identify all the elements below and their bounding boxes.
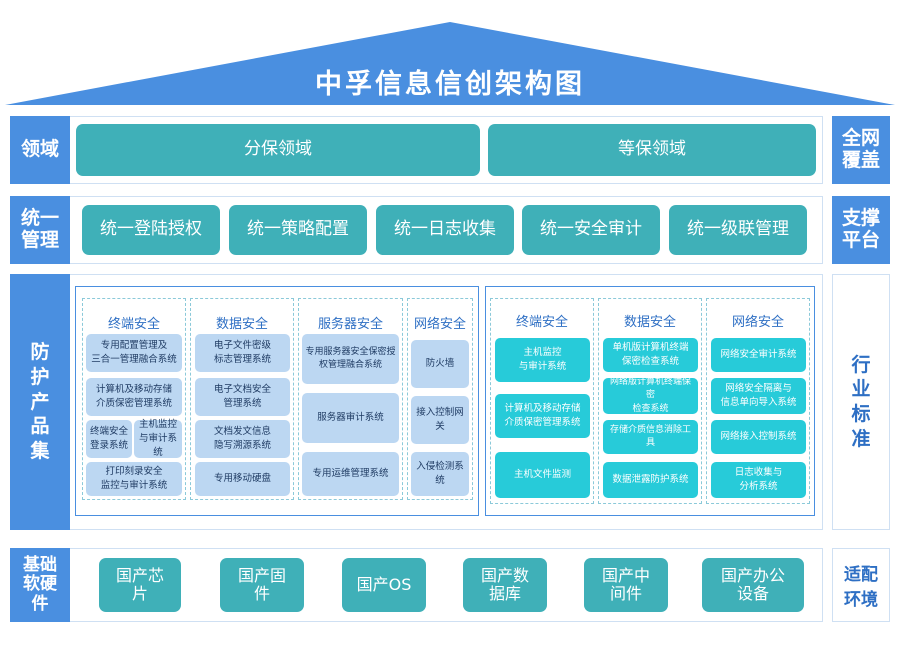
right-endpoint-title: 终端安全 <box>515 315 568 330</box>
left-server-title: 服务器安全 <box>317 317 383 332</box>
foundation-item-chip[interactable]: 国产芯 片 <box>99 558 181 612</box>
foundation-item-office[interactable]: 国产办公 设备 <box>702 558 804 612</box>
left-data-item-4[interactable]: 专用移动硬盘 <box>195 462 290 496</box>
products-row-label: 防 护 产 品 集 <box>10 274 70 530</box>
left-data-item-2[interactable]: 电子文档安全 管理系统 <box>195 378 290 416</box>
left-data-title: 数据安全 <box>215 317 268 332</box>
left-server-item-1[interactable]: 专用服务器安全保密授 权管理融合系统 <box>302 334 399 384</box>
left-network-title: 网络安全 <box>413 317 466 332</box>
right-endpoint-group <box>490 298 594 504</box>
right-endpoint-item-2[interactable]: 计算机及移动存储 介质保密管理系统 <box>495 394 590 438</box>
right-data-group <box>598 298 702 504</box>
domain-item-classified[interactable]: 分保领域 <box>76 124 480 176</box>
left-endpoint-group <box>82 298 186 500</box>
right-data-item-1[interactable]: 单机版计算机终端 保密检查系统 <box>603 338 698 372</box>
left-endpoint-item-4[interactable]: 主机监控 与审计系统 <box>134 419 182 458</box>
right-data-item-2[interactable]: 网络版计算机终端保密 检查系统 <box>603 377 698 414</box>
left-data-item-1[interactable]: 电子文件密级 标志管理系统 <box>195 334 290 372</box>
management-item-login[interactable]: 统一登陆授权 <box>82 205 220 255</box>
right-network-item-1[interactable]: 网络安全审计系统 <box>711 338 806 372</box>
left-data-item-3[interactable]: 文档发文信息 隐写溯源系统 <box>195 420 290 458</box>
left-endpoint-title: 终端安全 <box>107 317 160 332</box>
right-network-group <box>706 298 810 504</box>
foundation-item-database[interactable]: 国产数 据库 <box>463 558 547 612</box>
left-server-item-2[interactable]: 服务器审计系统 <box>302 393 399 443</box>
right-data-item-3[interactable]: 存储介质信息消除工具 <box>603 420 698 454</box>
left-network-item-2[interactable]: 接入控制网 关 <box>411 396 469 444</box>
management-item-cascade[interactable]: 统一级联管理 <box>669 205 807 255</box>
left-network-group <box>407 298 473 500</box>
right-data-item-4[interactable]: 数据泄露防护系统 <box>603 462 698 498</box>
right-network-title: 网络安全 <box>731 315 784 330</box>
right-network-item-2[interactable]: 网络安全隔离与 信息单向导入系统 <box>711 378 806 414</box>
domain-row-label: 领域 <box>10 116 70 184</box>
foundation-side-label: 适配 环境 <box>832 548 890 622</box>
foundation-item-middleware[interactable]: 国产中 间件 <box>584 558 668 612</box>
left-endpoint-item-3[interactable]: 终端安全 登录系统 <box>86 420 132 458</box>
roof-shape <box>5 22 895 105</box>
left-data-group <box>190 298 294 500</box>
foundation-item-os[interactable]: 国产OS <box>342 558 426 612</box>
management-item-log[interactable]: 统一日志收集 <box>376 205 514 255</box>
left-server-item-3[interactable]: 专用运维管理系统 <box>302 452 399 496</box>
management-item-policy[interactable]: 统一策略配置 <box>229 205 367 255</box>
products-side-label: 行 业 标 准 <box>832 274 890 530</box>
domain-side-label: 全网 覆盖 <box>832 116 890 184</box>
left-endpoint-item-1[interactable]: 专用配置管理及 三合一管理融合系统 <box>86 334 182 372</box>
right-endpoint-item-3[interactable]: 主机文件监测 <box>495 452 590 498</box>
left-server-group <box>298 298 403 500</box>
management-row-label: 统一 管理 <box>10 196 70 264</box>
right-network-item-4[interactable]: 日志收集与 分析系统 <box>711 462 806 498</box>
left-endpoint-item-2[interactable]: 计算机及移动存储 介质保密管理系统 <box>86 378 182 416</box>
right-network-item-3[interactable]: 网络接入控制系统 <box>711 420 806 454</box>
left-endpoint-item-5[interactable]: 打印刻录安全 监控与审计系统 <box>86 462 182 496</box>
right-endpoint-item-1[interactable]: 主机监控 与审计系统 <box>495 338 590 382</box>
management-item-audit[interactable]: 统一安全审计 <box>522 205 660 255</box>
diagram-title: 中孚信息信创架构图 <box>315 69 585 100</box>
foundation-item-firmware[interactable]: 国产固 件 <box>220 558 304 612</box>
left-network-item-3[interactable]: 入侵检测系 统 <box>411 452 469 496</box>
foundation-row-label: 基础 软硬 件 <box>10 548 70 622</box>
left-network-item-1[interactable]: 防火墙 <box>411 340 469 388</box>
domain-item-graded[interactable]: 等保领域 <box>488 124 816 176</box>
right-data-title: 数据安全 <box>623 315 676 330</box>
management-side-label: 支撑 平台 <box>832 196 890 264</box>
